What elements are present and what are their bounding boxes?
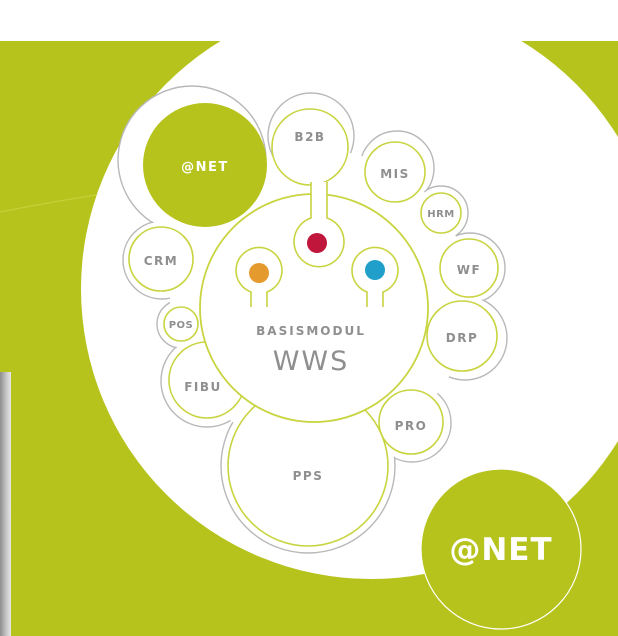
net-badge-label: @NET bbox=[449, 532, 552, 568]
net-highlight-circle bbox=[143, 103, 267, 227]
net-module-label: @NET bbox=[181, 160, 229, 175]
red-dot-marker bbox=[307, 233, 327, 253]
net-badge-circle bbox=[421, 469, 581, 629]
mis-label: MIS bbox=[380, 167, 410, 181]
left-photo-strip bbox=[0, 372, 11, 636]
wws-subtitle: WWS bbox=[273, 346, 350, 377]
module-circles bbox=[128, 108, 499, 547]
drp-label: DRP bbox=[446, 331, 479, 345]
net-badge-ring bbox=[420, 468, 582, 630]
hrm-label: HRM bbox=[427, 209, 455, 220]
blue-dot-marker bbox=[365, 260, 385, 280]
wf-label: WF bbox=[457, 263, 481, 277]
pps-label: PPS bbox=[293, 469, 324, 483]
fibu-label: FIBU bbox=[184, 380, 222, 394]
orange-dot-marker bbox=[249, 263, 269, 283]
b2b-label: B2B bbox=[294, 130, 325, 144]
pos-label: POS bbox=[169, 320, 194, 331]
crm-label: CRM bbox=[144, 254, 179, 268]
basismodul-title: BASISMODUL bbox=[256, 324, 366, 338]
pro-label: PRO bbox=[395, 419, 428, 433]
